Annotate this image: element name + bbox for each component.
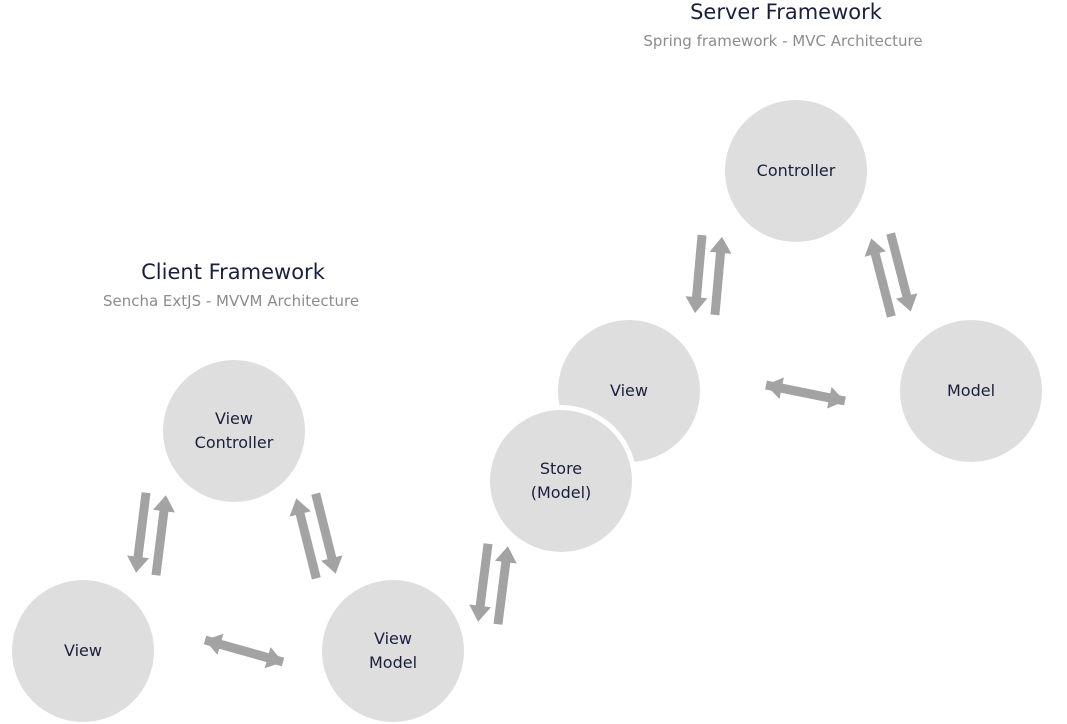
node-label-line1: View	[374, 629, 412, 648]
arrow-head-down	[203, 635, 283, 669]
arrow-head-up	[709, 236, 732, 316]
arrow-head-up	[151, 495, 175, 576]
arrow-head-up	[864, 238, 896, 318]
controller-model-arrows	[864, 232, 918, 318]
node-label-line1: Store	[539, 459, 583, 478]
server-framework-subtitle: Spring framework - MVC Architecture	[643, 32, 923, 50]
server-framework-title: Server Framework	[690, 0, 882, 24]
node-label: View	[64, 641, 102, 660]
controller-view-arrows	[685, 234, 732, 316]
arrow-head-down	[685, 234, 708, 314]
client-view-controller-node: View Controller	[163, 360, 305, 502]
client-view-node: View	[12, 580, 154, 722]
node-label-line2: (Model)	[530, 483, 592, 502]
client-view-model-node: View Model	[322, 580, 464, 722]
arrow-head-up	[289, 498, 321, 580]
view-model-arrows	[765, 377, 846, 409]
arrow-head-down	[469, 543, 493, 622]
view-viewmodel-arrows	[203, 633, 285, 669]
arrow-head-up	[493, 546, 517, 625]
viewcontroller-viewmodel-arrows	[289, 492, 343, 580]
viewmodel-store-arrows	[469, 543, 517, 625]
arrow-head-down	[127, 492, 151, 573]
viewcontroller-view-arrows	[127, 492, 175, 576]
node-label-line2: Model	[368, 653, 418, 672]
node-label: Controller	[756, 161, 836, 180]
node-label: View	[610, 381, 648, 400]
server-model-node: Model	[900, 320, 1042, 462]
server-controller-node: Controller	[725, 100, 867, 242]
arrow-head-down	[886, 232, 918, 312]
client-framework-subtitle: Sencha ExtJS - MVVM Architecture	[102, 292, 360, 310]
arrow-head-down	[765, 380, 845, 409]
arrow-head-down	[311, 492, 343, 574]
node-label-line1: View	[215, 409, 253, 428]
store-model-node: Store (Model)	[490, 410, 632, 552]
client-framework-title: Client Framework	[141, 260, 325, 284]
node-label-line2: Controller	[194, 433, 274, 452]
node-label: Model	[946, 381, 996, 400]
